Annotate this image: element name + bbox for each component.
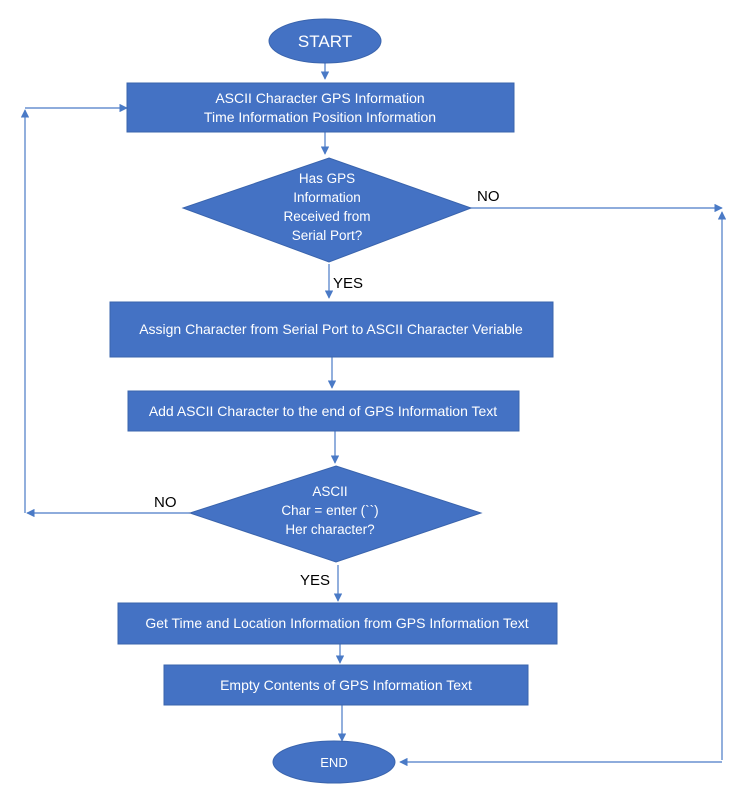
assign-char-label: Assign Character from Serial Port to ASC… [139, 321, 523, 337]
edge-label-received-yes: YES [333, 275, 363, 292]
decision-received-line-3: Received from [283, 209, 370, 224]
start-label: START [298, 32, 352, 51]
decision-enter-node: ASCII Char = enter (``) Her character? [188, 465, 483, 563]
decision-enter-line-1: ASCII [312, 484, 347, 499]
get-time-location-node: Get Time and Location Information from G… [117, 602, 558, 645]
edge-label-received-no: NO [477, 188, 500, 205]
decision-received-line-2: Information [293, 190, 361, 205]
read-info-line-1: ASCII Character GPS Information [215, 90, 424, 106]
empty-contents-label: Empty Contents of GPS Information Text [220, 677, 472, 693]
connectors [20, 63, 727, 767]
assign-char-node: Assign Character from Serial Port to ASC… [109, 301, 554, 358]
decision-enter-line-2: Char = enter (``) [281, 503, 378, 518]
add-char-label: Add ASCII Character to the end of GPS In… [149, 403, 497, 419]
read-info-node: ASCII Character GPS Information Time Inf… [126, 82, 515, 133]
start-node: START [268, 18, 382, 64]
end-node: END [272, 740, 396, 784]
empty-contents-node: Empty Contents of GPS Information Text [163, 664, 529, 706]
end-label: END [320, 755, 347, 770]
add-char-node: Add ASCII Character to the end of GPS In… [127, 390, 520, 432]
decision-received-node: Has GPS Information Received from Serial… [181, 157, 473, 263]
edge-label-enter-yes: YES [300, 572, 330, 589]
edge-label-enter-no: NO [154, 494, 177, 511]
read-info-line-2: Time Information Position Information [204, 109, 436, 125]
decision-received-line-4: Serial Port? [292, 228, 363, 243]
get-time-location-label: Get Time and Location Information from G… [145, 615, 528, 631]
decision-enter-line-3: Her character? [285, 522, 374, 537]
decision-received-line-1: Has GPS [299, 171, 355, 186]
